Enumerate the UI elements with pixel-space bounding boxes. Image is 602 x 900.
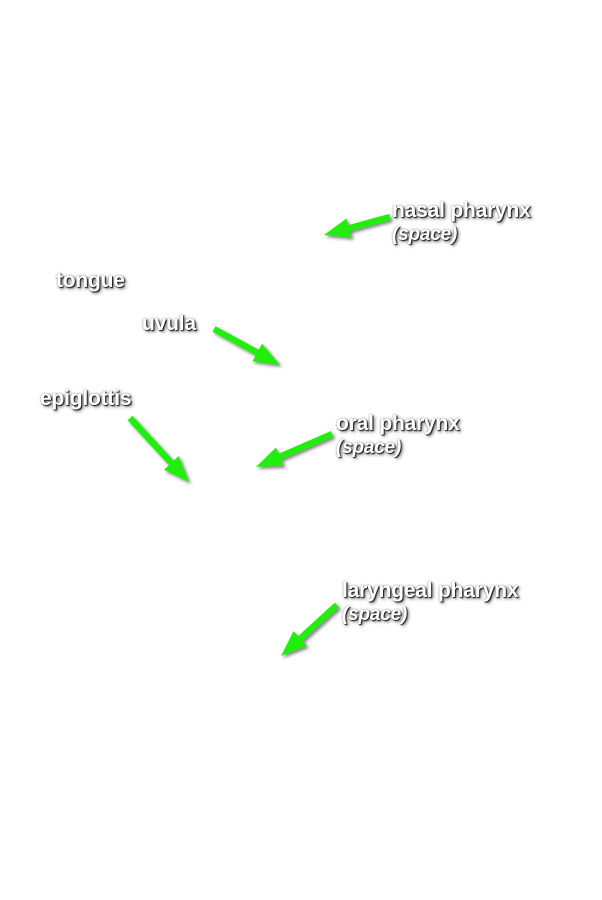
arrow-nasal-pharynx [324,213,391,238]
arrow-uvula [212,326,280,365]
arrow-oral-pharynx [256,431,334,467]
label-oral-pharynx-sub: (space) [336,437,402,458]
label-oral-pharynx: oral pharynx (space) [336,412,460,460]
arrow-laryngeal-pharynx [281,602,340,656]
label-tongue: tongue [56,269,125,293]
label-epiglottis-main: epiglottis [40,387,132,410]
label-laryngeal-pharynx-sub: (space) [342,604,408,625]
label-nasal-pharynx: nasal pharynx (space) [392,199,531,247]
label-laryngeal-pharynx-main: laryngeal pharynx [342,579,519,602]
label-tongue-main: tongue [56,269,125,292]
label-nasal-pharynx-main: nasal pharynx [392,199,531,222]
label-laryngeal-pharynx: laryngeal pharynx (space) [342,579,519,627]
label-uvula-main: uvula [142,312,196,335]
arrow-epiglottis [127,415,189,482]
label-epiglottis: epiglottis [40,387,132,411]
label-oral-pharynx-main: oral pharynx [336,412,460,435]
label-nasal-pharynx-sub: (space) [392,224,458,245]
label-uvula: uvula [142,312,196,336]
